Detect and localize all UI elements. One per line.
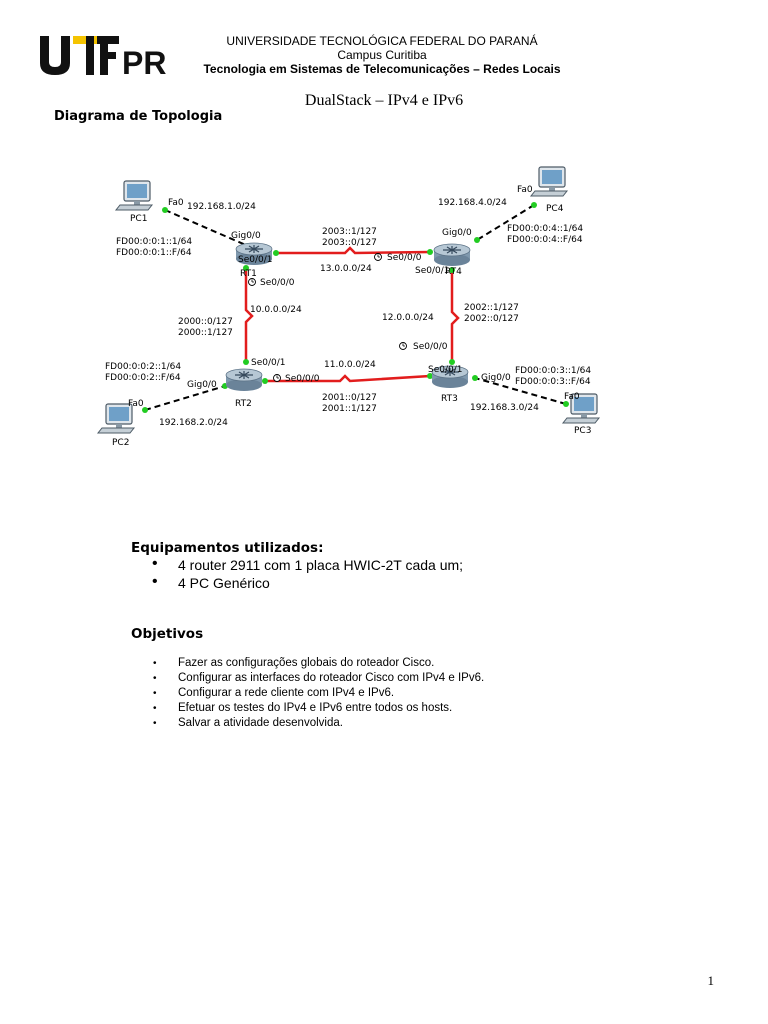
link14-net: 13.0.0.0/24 xyxy=(320,264,372,274)
link12-net: 10.0.0.0/24 xyxy=(250,305,302,315)
clock-icon xyxy=(399,342,407,350)
objectives-heading: Objetivos xyxy=(131,626,204,642)
rt3-se00-label: Se0/0/0 xyxy=(413,342,448,352)
link43-net: 12.0.0.0/24 xyxy=(382,313,434,323)
pc4-label: PC4 xyxy=(546,204,564,214)
document-title: DualStack – IPv4 e IPv6 xyxy=(304,92,464,109)
port-dot xyxy=(262,378,268,384)
rt1-gig-label: Gig0/0 xyxy=(231,231,261,241)
router-icon xyxy=(225,368,263,392)
port-dot xyxy=(449,267,455,273)
port-dot xyxy=(427,373,433,379)
link23-ipv6-a: 2001::0/127 xyxy=(322,393,377,403)
link43-ipv6-b: 2002::0/127 xyxy=(464,314,519,324)
equipment-heading: Equipamentos utilizados: xyxy=(131,540,324,556)
course-name: Tecnologia em Sistemas de Telecomunicaçõ… xyxy=(203,62,561,76)
list-item: Salvar a atividade desenvolvida. xyxy=(153,716,484,731)
svg-text:PR: PR xyxy=(122,45,166,76)
pc3-label: PC3 xyxy=(574,426,591,436)
rt4-se01-label: Se0/0/1 xyxy=(415,266,450,276)
pc2-fa-label: Fa0 xyxy=(128,399,144,409)
link23-ipv6-b: 2001::1/127 xyxy=(322,404,377,414)
link-rt4-rt3 xyxy=(450,270,460,362)
port-dot xyxy=(563,401,569,407)
rt2-label: RT2 xyxy=(235,399,252,409)
pc-icon xyxy=(530,166,568,197)
clock-icon xyxy=(273,374,281,382)
link12-ipv6-b: 2000::1/127 xyxy=(178,328,233,338)
rt4-gig-label: Gig0/0 xyxy=(442,228,472,238)
institution-header: UNIVERSIDADE TECNOLÓGICA FEDERAL DO PARA… xyxy=(170,34,594,76)
rt2-se01-label: Se0/0/1 xyxy=(251,358,286,368)
campus-name: Campus Curitiba xyxy=(337,48,427,62)
port-dot xyxy=(273,250,279,256)
topology-diagram: PC1 PC4 PC2 PC3 RT1 RT4 RT2 RT3 Fa0 192.… xyxy=(97,166,600,448)
rt2-ipv6-a: FD00:0:0:2::1/64 xyxy=(105,362,181,372)
pc1-label: PC1 xyxy=(130,214,147,224)
port-dot xyxy=(472,375,478,381)
rt2-ipv6-b: FD00:0:0:2::F/64 xyxy=(105,373,181,383)
clock-icon xyxy=(248,278,256,286)
port-dot xyxy=(474,237,480,243)
pc1-net-label: 192.168.1.0/24 xyxy=(187,202,256,212)
link-rt1-rt2 xyxy=(244,268,254,362)
link-pc4-rt4 xyxy=(476,204,535,241)
port-dot xyxy=(449,359,455,365)
clock-icon xyxy=(374,253,382,261)
link-pc3-rt3 xyxy=(474,377,567,405)
pc4-fa-label: Fa0 xyxy=(517,185,533,195)
router-icon xyxy=(433,243,471,267)
link12-ipv6-a: 2000::0/127 xyxy=(178,317,233,327)
utfpr-logo: PR xyxy=(40,36,166,76)
university-name: UNIVERSIDADE TECNOLÓGICA FEDERAL DO PARA… xyxy=(226,34,538,48)
port-dot xyxy=(243,265,249,271)
equipment-list: 4 router 2911 com 1 placa HWIC-2T cada u… xyxy=(150,555,463,592)
link14-ipv6-a: 2003::1/127 xyxy=(322,227,377,237)
port-dot xyxy=(162,207,168,213)
link14-ipv6-b: 2003::0/127 xyxy=(322,238,377,248)
port-dot xyxy=(243,359,249,365)
list-item: 4 router 2911 com 1 placa HWIC-2T cada u… xyxy=(150,555,463,574)
objectives-list: Fazer as configurações globais do rotead… xyxy=(153,656,484,731)
rt2-gig-label: Gig0/0 xyxy=(187,380,217,390)
pc2-net-label: 192.168.2.0/24 xyxy=(159,418,228,428)
rt4-label: RT4 xyxy=(445,267,462,277)
rt3-gig-label: Gig0/0 xyxy=(481,373,511,383)
rt3-ipv6-a: FD00:0:0:3::1/64 xyxy=(515,366,591,376)
list-item: Efetuar os testes do IPv4 e IPv6 entre t… xyxy=(153,701,484,716)
link-rt1-rt4 xyxy=(276,246,431,255)
list-item: 4 PC Genérico xyxy=(150,573,463,592)
pc1-fa-label: Fa0 xyxy=(168,198,184,208)
list-item: Configurar as interfaces do roteador Cis… xyxy=(153,671,484,686)
list-item: Configurar a rede cliente com IPv4 e IPv… xyxy=(153,686,484,701)
rt1-se00-label: Se0/0/0 xyxy=(260,278,295,288)
rt3-se01-label: Se0/0/1 xyxy=(428,365,463,375)
port-dot xyxy=(427,249,433,255)
page-number: 1 xyxy=(707,973,715,988)
rt3-ipv6-b: FD00:0:0:3::F/64 xyxy=(515,377,591,387)
rt1-se01-label: Se0/0/1 xyxy=(238,255,273,265)
pc-icon xyxy=(115,180,153,211)
topology-heading: Diagrama de Topologia xyxy=(54,109,223,124)
port-dot xyxy=(531,202,537,208)
port-dot xyxy=(142,407,148,413)
link23-net: 11.0.0.0/24 xyxy=(324,360,376,370)
rt4-se00-label: Se0/0/0 xyxy=(387,253,422,263)
rt3-label: RT3 xyxy=(441,394,458,404)
list-item: Fazer as configurações globais do rotead… xyxy=(153,656,484,671)
pc4-net-label: 192.168.4.0/24 xyxy=(438,198,507,208)
link43-ipv6-a: 2002::1/127 xyxy=(464,303,519,313)
rt2-se00-label: Se0/0/0 xyxy=(285,374,320,384)
rt1-ipv6-a: FD00:0:0:1::1/64 xyxy=(116,237,192,247)
link-rt2-rt3 xyxy=(265,374,431,383)
pc2-label: PC2 xyxy=(112,438,129,448)
pc3-fa-label: Fa0 xyxy=(564,392,580,402)
rt4-ipv6-b: FD00:0:0:4::F/64 xyxy=(507,235,583,245)
rt1-label: RT1 xyxy=(240,269,257,279)
pc3-net-label: 192.168.3.0/24 xyxy=(470,403,539,413)
rt4-ipv6-a: FD00:0:0:4::1/64 xyxy=(507,224,583,234)
rt1-ipv6-b: FD00:0:0:1::F/64 xyxy=(116,248,192,258)
link-pc1-rt1 xyxy=(164,209,249,247)
link-pc2-rt2 xyxy=(144,385,226,411)
